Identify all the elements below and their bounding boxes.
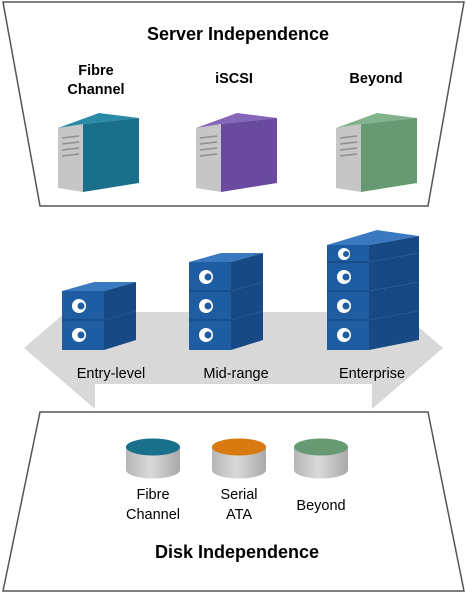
server-vent-line xyxy=(199,141,218,145)
server-tower-icon xyxy=(336,113,417,192)
server-top-face xyxy=(196,113,277,128)
storage-unit xyxy=(189,282,263,320)
server-front-face xyxy=(336,124,361,192)
server-top-face xyxy=(336,113,417,128)
server-front-face xyxy=(58,124,83,192)
storage-unit xyxy=(62,282,136,320)
disk-cylinder-icon xyxy=(294,438,348,479)
server-vent-line xyxy=(61,147,80,151)
disk-label-line1: Beyond xyxy=(296,498,345,514)
server-front-face xyxy=(196,124,221,192)
disk-label-line1: Serial xyxy=(220,487,257,503)
server-fibre-channel: Fibre Channel xyxy=(58,63,139,192)
server-label-line1: Beyond xyxy=(349,71,402,87)
storage-stack-enterprise: Enterprise xyxy=(327,230,419,382)
server-side-face xyxy=(221,118,277,192)
server-side-face xyxy=(361,118,417,192)
disk-label-line1: Fibre xyxy=(136,487,169,503)
server-vent-line xyxy=(61,135,80,139)
server-label-line2: Channel xyxy=(67,82,124,98)
server-side-face xyxy=(83,118,139,192)
storage-stack-entry-level: Entry-level xyxy=(62,282,145,382)
storage-unit xyxy=(327,282,419,320)
storage-unit xyxy=(62,311,136,350)
tier-label-enterprise: Enterprise xyxy=(339,366,405,382)
server-vent-line xyxy=(61,153,80,157)
disk-panel-frame xyxy=(2,411,465,592)
server-tower-icon xyxy=(196,113,277,192)
storage-unit xyxy=(189,253,263,291)
server-label-line1: iSCSI xyxy=(215,71,253,87)
server-vent-line xyxy=(199,147,218,151)
disk-cylinder-icon xyxy=(126,438,180,479)
server-top-face xyxy=(58,113,139,128)
server-vent-line xyxy=(339,141,358,145)
disk-label-line2: Channel xyxy=(126,507,180,523)
storage-scale-section: Entry-level xyxy=(24,230,443,409)
server-vent-line xyxy=(199,153,218,157)
server-independence-panel: Server Independence Fibre Channel iSCSI xyxy=(2,1,465,207)
server-section-title: Server Independence xyxy=(147,24,329,44)
server-label-line1: Fibre xyxy=(78,63,113,79)
storage-unit xyxy=(327,311,419,350)
storage-unit xyxy=(327,253,419,291)
disk-independence-panel: Fibre Channel Serial ATA Beyond Disk Ind… xyxy=(2,411,465,592)
server-vent-line xyxy=(339,147,358,151)
disk-beyond: Beyond xyxy=(294,438,348,514)
server-vent-line xyxy=(61,141,80,145)
server-beyond: Beyond xyxy=(336,71,417,192)
server-vent-line xyxy=(339,135,358,139)
storage-unit xyxy=(327,230,419,262)
server-iscsi: iSCSI xyxy=(196,71,277,192)
tier-label-entry-level: Entry-level xyxy=(77,366,146,382)
disk-label-line2: ATA xyxy=(226,507,252,523)
server-vent-line xyxy=(199,135,218,139)
tier-label-mid-range: Mid-range xyxy=(203,366,268,382)
disk-cylinder-icon xyxy=(212,438,266,479)
server-tower-icon xyxy=(58,113,139,192)
storage-stack-mid-range: Mid-range xyxy=(189,253,269,382)
disk-serial-ata: Serial ATA xyxy=(212,438,266,523)
disk-section-title: Disk Independence xyxy=(155,542,319,562)
disk-fibre-channel: Fibre Channel xyxy=(126,438,180,523)
storage-unit xyxy=(189,311,263,350)
server-vent-line xyxy=(339,153,358,157)
